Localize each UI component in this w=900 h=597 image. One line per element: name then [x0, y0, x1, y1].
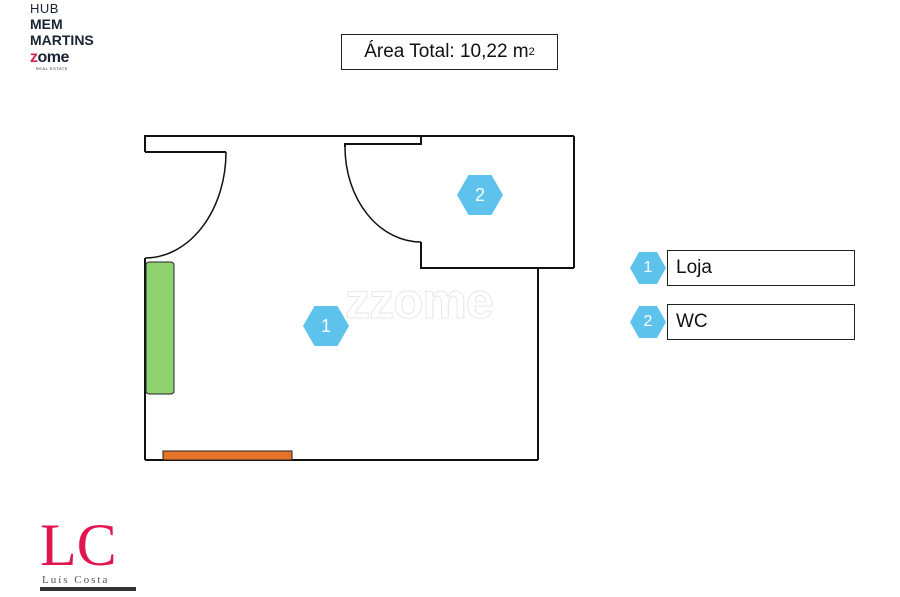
- area-unit-sup: 2: [528, 46, 535, 58]
- brand-line1: MEM: [30, 16, 63, 32]
- legend-label-2: WC: [667, 304, 855, 340]
- entrance-door-arc: [144, 151, 227, 259]
- wall-wc-inner: [420, 242, 538, 269]
- zome-text: ome: [37, 49, 70, 66]
- agent-logo-bar: [40, 587, 136, 591]
- brand-line2: MARTINS: [30, 32, 94, 48]
- legend-label-1: Loja: [667, 250, 855, 286]
- legend-marker-2: 2: [630, 306, 666, 338]
- counter: [145, 261, 175, 395]
- legend-text-2: WC: [676, 311, 708, 332]
- legend-marker-1: 1: [630, 252, 666, 284]
- zome-subtitle: REAL ESTATE: [36, 66, 68, 71]
- zome-watermark: zzome: [345, 273, 495, 330]
- wc-door-arc: [344, 146, 422, 243]
- legend-text-1: Loja: [676, 257, 712, 278]
- brand-logo: HUB MEM MARTINS zome REAL ESTATE: [30, 1, 140, 72]
- brand-hub: HUB: [30, 1, 59, 16]
- bench: [162, 450, 293, 461]
- agent-logo: LC Luís Costa: [40, 512, 140, 591]
- wall-top: [144, 135, 422, 152]
- area-total-label: Área Total: 10,22 m: [364, 41, 529, 62]
- agent-logo-mark: LC: [40, 512, 117, 578]
- zome-logo: zome: [30, 49, 70, 66]
- agent-logo-name: Luís Costa: [42, 574, 110, 586]
